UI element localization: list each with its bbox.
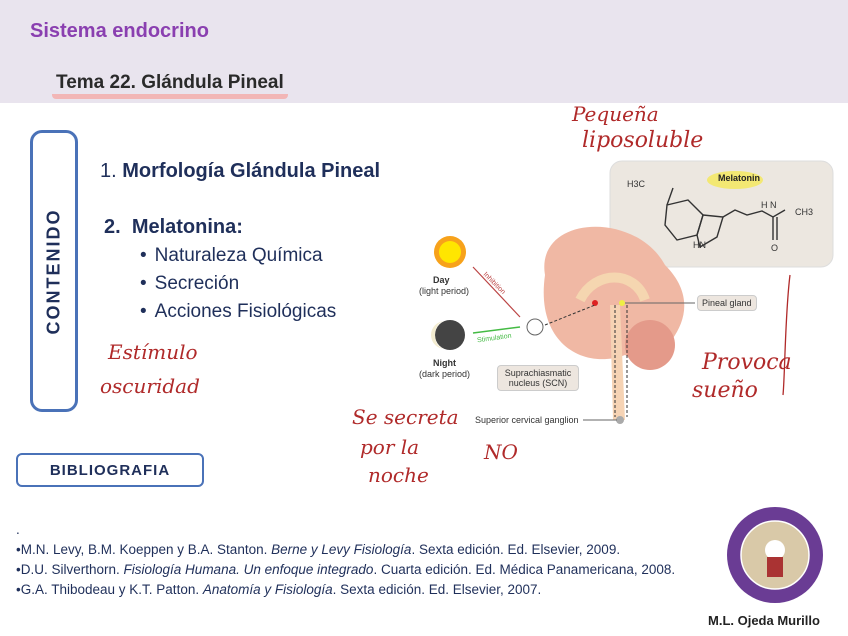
pineal-gland-label: Pineal gland <box>697 295 757 311</box>
handwritten-note: Se secreta <box>352 405 459 429</box>
o-label: O <box>771 243 779 253</box>
reference-item: •G.A. Thibodeau y K.T. Patton. Anatomía … <box>16 582 542 597</box>
molecule-structure <box>664 187 786 249</box>
melatonin-label: Melatonin <box>718 173 760 183</box>
h3c-label: H3C <box>627 179 646 189</box>
item-label: Morfología Glándula Pineal <box>122 160 381 182</box>
contents-label: CONTENIDO <box>43 208 64 334</box>
handwritten-note: oscuridad <box>100 374 200 398</box>
day-label: Day <box>433 275 450 285</box>
night-label: Night <box>433 358 456 368</box>
handwritten-note: noche <box>368 463 429 487</box>
hn-label: HN <box>693 240 706 250</box>
contents-item-1[interactable]: 1. Morfología Glándula Pineal <box>100 160 380 183</box>
contents-item-2[interactable]: 2. Melatonina: <box>104 216 243 239</box>
pineal-dot <box>619 300 625 306</box>
reference-list: . •M.N. Levy, B.M. Koeppen y B.A. Stanto… <box>16 520 690 600</box>
handwritten-note: sueño <box>692 378 758 403</box>
page-title: Sistema endocrino <box>30 20 209 42</box>
moon-icon <box>431 320 465 350</box>
handwritten-note: Pequeña <box>572 102 659 126</box>
reference-item: •D.U. Silverthorn. Fisiología Humana. Un… <box>16 562 676 577</box>
item-number: 2. <box>104 216 121 238</box>
cerebellum <box>625 320 675 370</box>
handwritten-note: liposoluble <box>582 128 704 153</box>
university-seal-logo <box>725 505 825 605</box>
molecule-box <box>609 160 834 268</box>
melatonin-diagram: Melatonin H3C HN H N CH3 O Day (light pe… <box>405 155 835 435</box>
item-label: Melatonina: <box>131 216 243 238</box>
subitem[interactable]: Secreción <box>140 273 240 295</box>
reference-item: •M.N. Levy, B.M. Koeppen y B.A. Stanton.… <box>16 542 621 557</box>
sun-icon <box>434 236 466 268</box>
handwritten-note: por la <box>360 435 420 459</box>
subitem[interactable]: Naturaleza Química <box>140 245 323 267</box>
day-sub-label: (light period) <box>419 286 470 296</box>
bibliography-button[interactable]: BIBLIOGRAFIA <box>16 453 204 487</box>
topic-title: Tema 22. Glándula Pineal <box>52 72 288 99</box>
ganglion-label: Superior cervical ganglion <box>475 415 579 425</box>
list-dot: . <box>16 522 20 537</box>
scn-label: Suprachiasmatic nucleus (SCN) <box>497 365 579 391</box>
highlight <box>707 171 763 189</box>
subitem[interactable]: Acciones Fisiológicas <box>140 301 337 323</box>
handwritten-note: NO <box>484 440 518 464</box>
night-sub-label: (dark period) <box>419 369 471 379</box>
contents-label-box: CONTENIDO <box>30 130 78 412</box>
ganglion-dot <box>616 416 624 424</box>
handwritten-note: Estímulo <box>108 340 198 364</box>
brainstem <box>610 305 625 420</box>
eye-icon <box>526 318 544 336</box>
scn-dot <box>592 300 598 306</box>
ch3-label: CH3 <box>795 207 814 217</box>
handwritten-note: Provoca <box>702 350 792 375</box>
author-name: M.L. Ojeda Murillo <box>708 613 820 628</box>
nh-label: H N <box>761 200 777 210</box>
header-band <box>0 0 848 103</box>
item-number: 1. <box>100 160 117 182</box>
